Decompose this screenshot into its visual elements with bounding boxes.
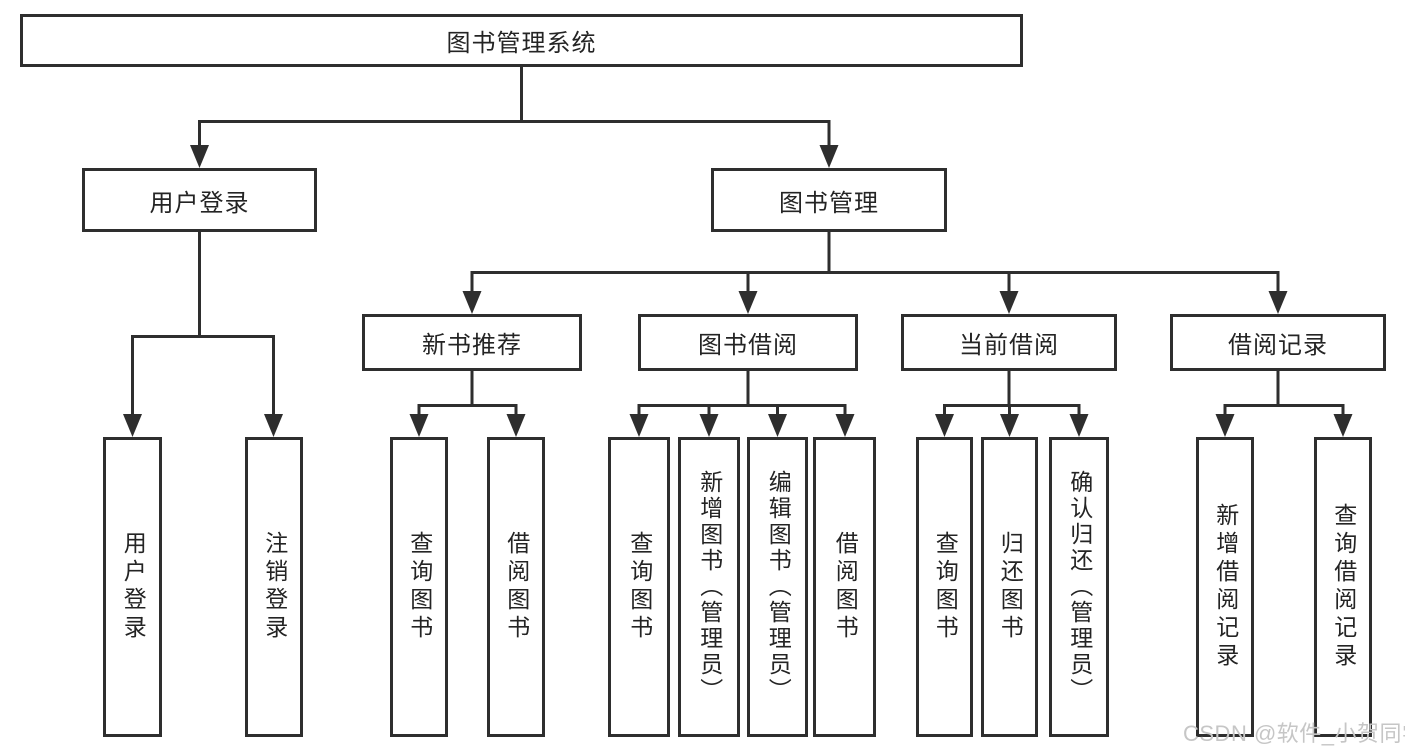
node-leaf-borrow-books-2-label: 借阅图书: [832, 531, 859, 643]
node-leaf-add-books-admin: 新增图书（管理员）: [678, 437, 740, 737]
node-leaf-edit-books-admin: 编辑图书（管理员）: [747, 437, 808, 737]
node-leaf-query-books-3: 查询图书: [916, 437, 973, 737]
node-leaf-add-borrow-record: 新增借阅记录: [1196, 437, 1254, 737]
node-leaf-logout: 注销登录: [245, 437, 303, 737]
node-borrowing-records: 借阅记录: [1170, 314, 1386, 371]
node-library-system-label: 图书管理系统: [446, 30, 597, 57]
node-leaf-confirm-return-admin: 确认归还（管理员）: [1049, 437, 1109, 737]
node-leaf-query-borrow-record: 查询借阅记录: [1314, 437, 1372, 737]
node-leaf-add-borrow-record-label: 新增借阅记录: [1212, 503, 1239, 671]
node-leaf-query-books-1: 查询图书: [390, 437, 448, 737]
connector-new-book-children: [409, 370, 526, 437]
connector-current-borrowing-children: [935, 370, 1089, 437]
node-book-management: 图书管理: [711, 168, 947, 232]
node-leaf-query-books-1-label: 查询图书: [406, 531, 433, 643]
watermark-text: CSDN @软件_小贺同学: [1183, 721, 1405, 746]
connector-user-login-children: [123, 231, 283, 437]
node-library-system: 图书管理系统: [20, 14, 1023, 67]
node-leaf-edit-books-admin-label: 编辑图书（管理员）: [765, 470, 792, 704]
node-new-book-recommend-label: 新书推荐: [422, 332, 522, 359]
node-leaf-query-books-3-label: 查询图书: [932, 531, 959, 643]
connector-root-to-level2: [190, 66, 839, 168]
connector-book-borrowing-children: [629, 370, 855, 437]
connector-book-management-children: [462, 232, 1288, 314]
node-leaf-user-login: 用户登录: [103, 437, 162, 737]
node-book-borrowing-label: 图书借阅: [698, 332, 798, 359]
node-leaf-query-books-2-label: 查询图书: [626, 531, 653, 643]
node-leaf-return-books: 归还图书: [981, 437, 1038, 737]
connector-borrowing-records-children: [1215, 370, 1353, 437]
node-leaf-borrow-books-1-label: 借阅图书: [503, 531, 530, 643]
node-leaf-query-books-2: 查询图书: [608, 437, 670, 737]
node-current-borrowing: 当前借阅: [901, 314, 1117, 371]
node-leaf-borrow-books-1: 借阅图书: [487, 437, 545, 737]
node-current-borrowing-label: 当前借阅: [959, 332, 1059, 359]
node-leaf-query-borrow-record-label: 查询借阅记录: [1330, 503, 1357, 671]
node-book-borrowing: 图书借阅: [638, 314, 858, 371]
node-leaf-confirm-return-admin-label: 确认归还（管理员）: [1066, 470, 1093, 704]
node-leaf-return-books-label: 归还图书: [997, 531, 1024, 643]
node-leaf-borrow-books-2: 借阅图书: [813, 437, 876, 737]
node-leaf-add-books-admin-label: 新增图书（管理员）: [696, 470, 723, 704]
node-user-login-label: 用户登录: [149, 189, 250, 217]
node-borrowing-records-label: 借阅记录: [1228, 332, 1328, 359]
node-new-book-recommend: 新书推荐: [362, 314, 582, 371]
node-leaf-user-login-label: 用户登录: [120, 531, 147, 643]
node-book-management-label: 图书管理: [779, 189, 879, 217]
node-user-login: 用户登录: [82, 168, 317, 232]
node-leaf-logout-label: 注销登录: [261, 531, 288, 643]
